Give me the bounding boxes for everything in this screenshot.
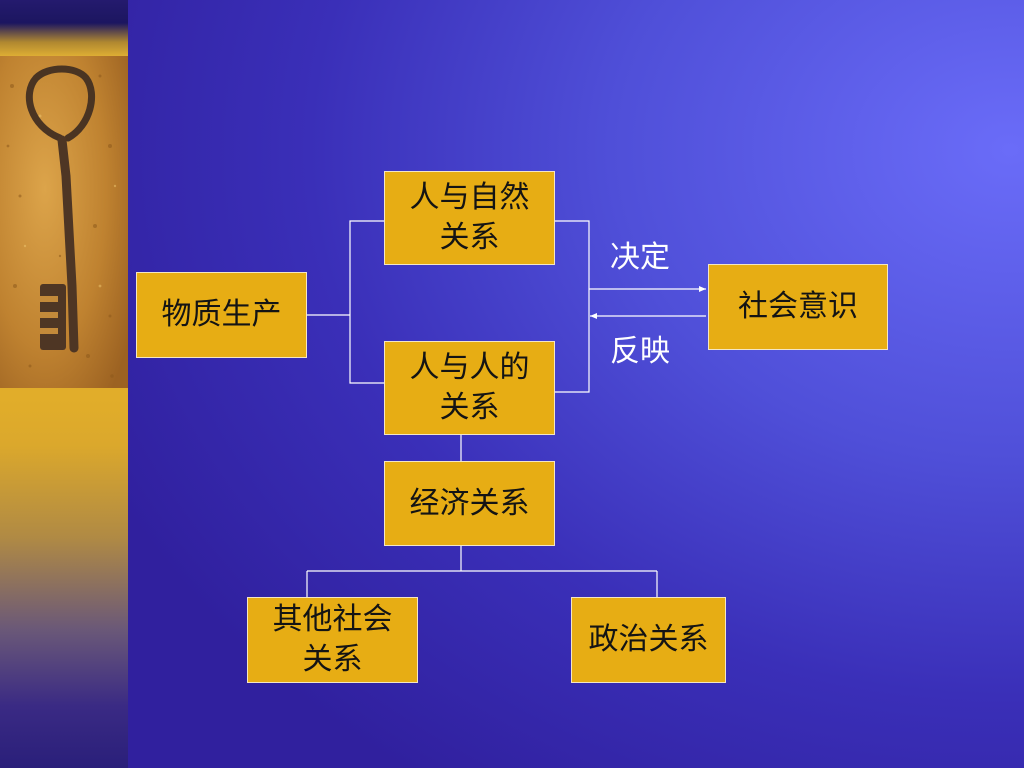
edge-left-bracket xyxy=(349,220,384,384)
node-political: 政治关系 xyxy=(571,597,726,683)
node-economic: 经济关系 xyxy=(384,461,555,546)
node-material-production: 物质生产 xyxy=(136,272,307,358)
edge-label-determines: 决定 xyxy=(610,240,670,275)
node-other-social: 其他社会 关系 xyxy=(247,597,418,683)
edge-label-reflects: 反映 xyxy=(610,334,670,369)
node-human-nature: 人与自然 关系 xyxy=(384,171,555,265)
node-social-consciousness: 社会意识 xyxy=(708,264,888,350)
key-photo xyxy=(0,56,128,388)
edge-right-bracket xyxy=(555,220,590,393)
node-human-human: 人与人的 关系 xyxy=(384,341,555,435)
